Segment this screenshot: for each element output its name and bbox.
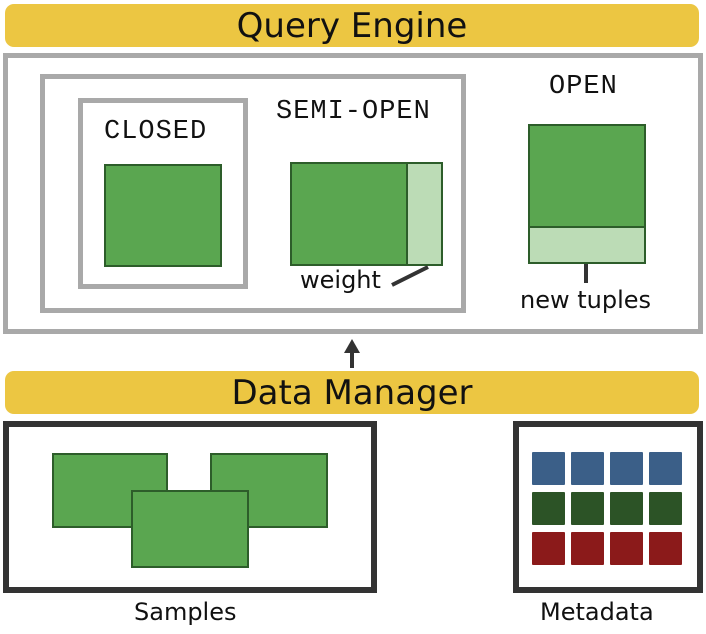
open-label: OPEN xyxy=(549,72,618,102)
open-new-tuples-block xyxy=(528,226,646,264)
metadata-cell xyxy=(610,532,643,565)
metadata-cell xyxy=(610,492,643,525)
metadata-cell xyxy=(532,452,565,485)
metadata-cell xyxy=(649,532,682,565)
metadata-cell xyxy=(571,492,604,525)
metadata-cell xyxy=(571,532,604,565)
new-tuples-label: new tuples xyxy=(520,286,652,314)
samples-label: Samples xyxy=(134,598,237,626)
semi-open-weight-block xyxy=(406,162,443,266)
metadata-label: Metadata xyxy=(540,598,654,626)
open-data-block xyxy=(528,124,646,228)
metadata-grid xyxy=(532,452,685,567)
data-manager-title: Data Manager xyxy=(231,372,473,413)
metadata-cell xyxy=(649,492,682,525)
data-manager-banner: Data Manager xyxy=(5,371,699,414)
sample-block-3 xyxy=(131,490,249,568)
upward-arrow-head xyxy=(344,339,360,353)
metadata-cell xyxy=(532,532,565,565)
metadata-cell xyxy=(610,452,643,485)
query-engine-title: Query Engine xyxy=(236,5,468,46)
closed-data-block xyxy=(104,164,222,267)
weight-label: weight xyxy=(300,266,381,294)
metadata-cell xyxy=(571,452,604,485)
metadata-cell xyxy=(649,452,682,485)
semi-open-data-block xyxy=(290,162,408,266)
closed-label: CLOSED xyxy=(104,117,208,147)
metadata-cell xyxy=(532,492,565,525)
semi-open-label: SEMI-OPEN xyxy=(276,97,431,127)
query-engine-banner: Query Engine xyxy=(5,4,699,47)
